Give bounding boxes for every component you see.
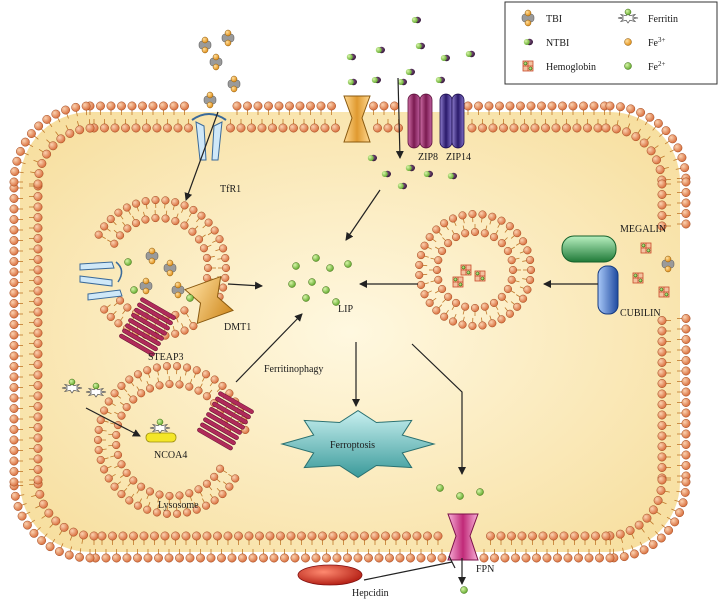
label-ncoa4: NCOA4 (154, 450, 187, 461)
cytoplasm (20, 112, 680, 552)
label-steap3: STEAP3 (148, 352, 184, 363)
label-fpn: FPN (476, 564, 494, 575)
label-lip: LIP (338, 304, 353, 315)
fe2-icon (625, 63, 632, 70)
ntbi-icon (524, 39, 533, 45)
label-hepcidin: Hepcidin (352, 588, 389, 599)
label-cubilin: CUBILIN (620, 308, 661, 319)
hepcidin-molecule (298, 565, 362, 585)
cubilin-receptor (598, 266, 618, 314)
label-megalin: MEGALIN (620, 224, 666, 235)
legend-label-tbi: TBI (546, 14, 562, 25)
zip14-transporter (440, 94, 464, 148)
zip8-transporter (408, 94, 432, 148)
label-zip8: ZIP8 (418, 152, 438, 163)
fe3-icon (625, 39, 632, 46)
legend-label-ferritin: Ferritin (648, 14, 678, 25)
legend: TBI NTBI Hemoglobin Ferritin Fe3+ Fe2+ (505, 2, 717, 84)
hemoglobin-icon (523, 61, 533, 71)
megalin-receptor (562, 236, 616, 262)
legend-label-hemoglobin: Hemoglobin (546, 62, 596, 73)
ncoa4-protein (146, 433, 176, 442)
label-ferritinophagy: Ferritinophagy (264, 364, 323, 375)
label-zip14: ZIP14 (446, 152, 471, 163)
legend-box (505, 2, 717, 84)
label-tfr1: TfR1 (220, 184, 241, 195)
label-dmt1: DMT1 (224, 322, 251, 333)
label-lysosome: Lysosome (158, 500, 199, 511)
label-ferroptosis: Ferroptosis (330, 440, 375, 451)
legend-label-ntbi: NTBI (546, 38, 569, 49)
